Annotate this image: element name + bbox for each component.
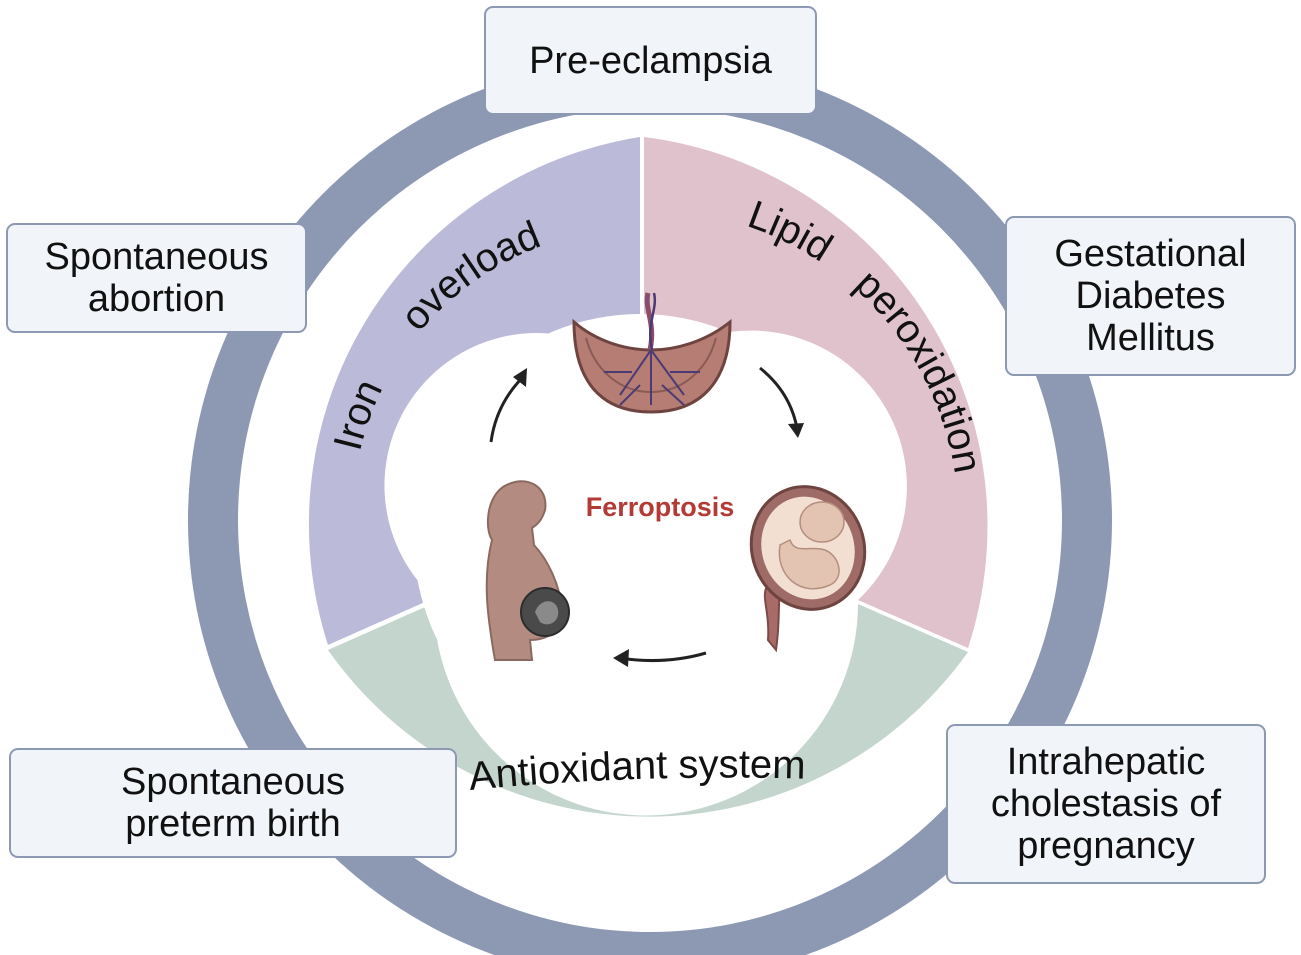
cycle-arrows <box>489 366 799 663</box>
condition-spontaneous-preterm-birth: Spontaneous preterm birth <box>9 748 457 858</box>
condition-intrahepatic-cholestasis: Intrahepatic cholestasis of pregnancy <box>946 724 1266 884</box>
condition-gestational-diabetes: Gestational Diabetes Mellitus <box>1005 216 1296 376</box>
condition-text: abortion <box>87 278 226 320</box>
arrowhead-left-icon <box>513 368 527 387</box>
condition-text: cholestasis of <box>990 783 1222 825</box>
condition-text: Pre-eclampsia <box>529 39 772 82</box>
condition-text: Diabetes <box>1075 275 1226 317</box>
placenta-icon <box>572 292 732 414</box>
condition-text: pregnancy <box>1017 825 1195 867</box>
arrowhead-bottom-icon <box>613 649 629 667</box>
cycle-arrow-bottom <box>626 651 707 663</box>
condition-text: Gestational <box>1054 233 1247 275</box>
condition-text: Spontaneous <box>44 236 269 278</box>
cycle-arrow-left <box>489 376 524 443</box>
segment-lipid-peroxidation <box>644 137 988 648</box>
arrowhead-right-icon <box>788 423 804 438</box>
condition-spontaneous-abortion: Spontaneous abortion <box>6 223 307 333</box>
segment-iron-overload <box>308 137 640 645</box>
cycle-arrow-right <box>759 366 799 429</box>
fetus-in-uterus-icon <box>749 485 867 653</box>
segment-antioxidant-system <box>328 603 968 817</box>
condition-text: Spontaneous <box>121 761 345 803</box>
condition-text: Mellitus <box>1086 317 1215 359</box>
pregnant-woman-icon <box>485 480 570 661</box>
condition-text: Intrahepatic <box>1006 741 1206 783</box>
condition-pre-eclampsia: Pre-eclampsia <box>484 6 817 115</box>
center-label-ferroptosis: Ferroptosis <box>586 492 735 522</box>
condition-text: preterm birth <box>125 803 341 845</box>
